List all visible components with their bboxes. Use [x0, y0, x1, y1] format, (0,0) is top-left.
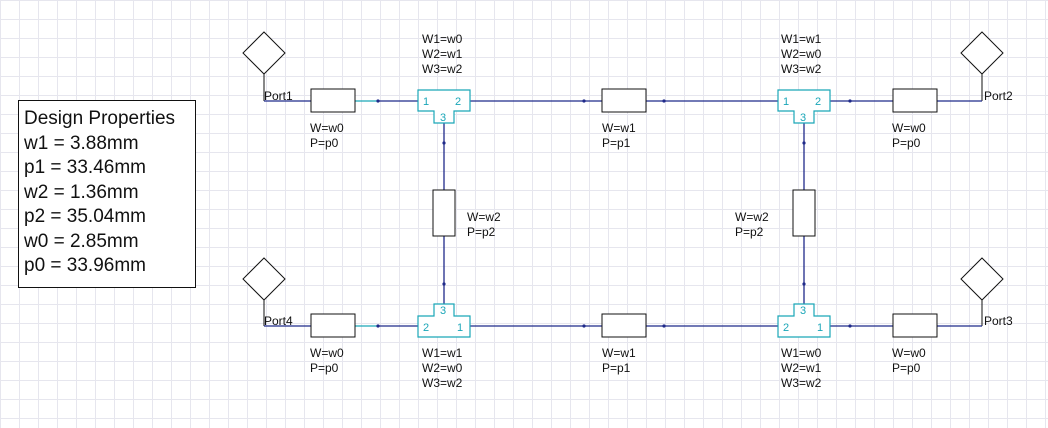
line-width: W=w1 — [602, 121, 636, 135]
line-top-mid-params: W=w1 P=p1 — [602, 121, 636, 151]
line-bottom-right-feed-params: W=w0 P=p0 — [892, 346, 926, 376]
design-property: p0 = 33.96mm — [24, 255, 146, 276]
line-width: W=w0 — [892, 121, 926, 135]
line-right-vertical-body[interactable] — [792, 189, 816, 237]
port2-symbol[interactable] — [960, 31, 1004, 101]
wires — [264, 100, 982, 327]
line-width: W=w1 — [602, 346, 636, 360]
line-top-left-feed-params: W=w0 P=p0 — [310, 121, 344, 151]
tee-pin-label: 2 — [423, 322, 429, 334]
tee-param: W3=w2 — [422, 376, 463, 390]
tee-param: W3=w2 — [781, 62, 822, 76]
line-right-vertical-params: W=w2 P=p2 — [735, 210, 769, 240]
port1-symbol[interactable] — [242, 31, 286, 101]
tee-top-right-params: W1=w1 W2=w0 W3=w2 — [781, 32, 821, 77]
line-width: W=w2 — [735, 210, 769, 224]
port3-symbol[interactable] — [960, 257, 1004, 326]
tee-pin-label: 3 — [440, 112, 446, 124]
port4-symbol[interactable] — [242, 257, 286, 326]
line-length: P=p0 — [310, 136, 339, 150]
tee-top-left-symbol[interactable]: 1 2 3 — [417, 89, 471, 124]
tee-param: W2=w0 — [422, 361, 463, 375]
tee-pin-label: 2 — [783, 322, 789, 334]
tee-param: W1=w1 — [781, 32, 822, 46]
tee-pin-label: 1 — [423, 96, 429, 108]
design-property: p2 = 35.04mm — [24, 206, 146, 227]
tee-pin-label: 1 — [783, 96, 789, 108]
tee-param: W2=w0 — [781, 47, 822, 61]
line-top-left-feed-body[interactable] — [310, 88, 356, 113]
line-top-mid-body[interactable] — [601, 88, 647, 113]
tee-param: W2=w1 — [781, 361, 822, 375]
line-length: P=p0 — [892, 136, 921, 150]
tee-param: W1=w1 — [422, 346, 463, 360]
design-property: w1 = 3.88mm — [24, 132, 139, 154]
tee-bottom-right-params: W1=w0 W2=w1 W3=w2 — [781, 346, 821, 391]
line-length: P=p0 — [310, 361, 339, 375]
line-length: P=p2 — [467, 225, 496, 239]
line-bottom-left-feed-params: W=w0 P=p0 — [310, 346, 344, 376]
tee-bottom-left-params: W1=w1 W2=w0 W3=w2 — [422, 346, 462, 391]
line-bottom-right-feed-body[interactable] — [892, 313, 938, 338]
line-length: P=p1 — [602, 361, 631, 375]
tee-bottom-left-symbol[interactable]: 2 1 3 — [417, 303, 471, 338]
connection-dots — [376, 99, 852, 328]
port4-label: Port4 — [264, 314, 293, 328]
line-bottom-mid-body[interactable] — [601, 313, 647, 338]
tee-pin-label: 2 — [455, 96, 461, 108]
design-property: w2 = 1.36mm — [24, 181, 139, 203]
tee-top-right-symbol[interactable]: 1 2 3 — [777, 89, 831, 124]
line-bottom-left-feed-body[interactable] — [310, 313, 356, 338]
tee-param: W3=w2 — [781, 376, 822, 390]
tee-pin-label: 3 — [800, 305, 806, 317]
line-bottom-mid-params: W=w1 P=p1 — [602, 346, 636, 376]
line-left-vertical-params: W=w2 P=p2 — [467, 210, 501, 240]
port2-label: Port2 — [984, 89, 1013, 103]
line-left-vertical-body[interactable] — [432, 189, 456, 237]
tee-param: W2=w1 — [422, 47, 463, 61]
design-properties-title: Design Properties — [24, 108, 176, 129]
line-width: W=w0 — [310, 346, 344, 360]
line-length: P=p0 — [892, 361, 921, 375]
design-property: p1 = 33.46mm — [24, 157, 146, 178]
design-property: w0 = 2.85mm — [24, 230, 139, 252]
tee-pin-label: 3 — [800, 112, 806, 124]
tee-pin-label: 2 — [815, 96, 821, 108]
tee-pin-label: 3 — [440, 305, 446, 317]
tee-param: W1=w0 — [422, 32, 463, 46]
design-properties-box[interactable]: Design Properties w1 = 3.88mm p1 = 33.46… — [18, 100, 196, 288]
tee-param: W1=w0 — [781, 346, 822, 360]
tee-param: W3=w2 — [422, 62, 463, 76]
line-top-right-feed-body[interactable] — [892, 88, 938, 113]
line-length: P=p1 — [602, 136, 631, 150]
line-width: W=w0 — [892, 346, 926, 360]
line-width: W=w0 — [310, 121, 344, 135]
port1-label: Port1 — [264, 89, 293, 103]
tee-bottom-right-symbol[interactable]: 2 1 3 — [777, 303, 831, 338]
line-width: W=w2 — [467, 210, 501, 224]
tee-pin-label: 1 — [817, 322, 823, 334]
tee-pin-label: 1 — [457, 322, 463, 334]
line-length: P=p2 — [735, 225, 764, 239]
port3-label: Port3 — [984, 314, 1013, 328]
tee-top-left-params: W1=w0 W2=w1 W3=w2 — [422, 32, 462, 77]
line-top-right-feed-params: W=w0 P=p0 — [892, 121, 926, 151]
